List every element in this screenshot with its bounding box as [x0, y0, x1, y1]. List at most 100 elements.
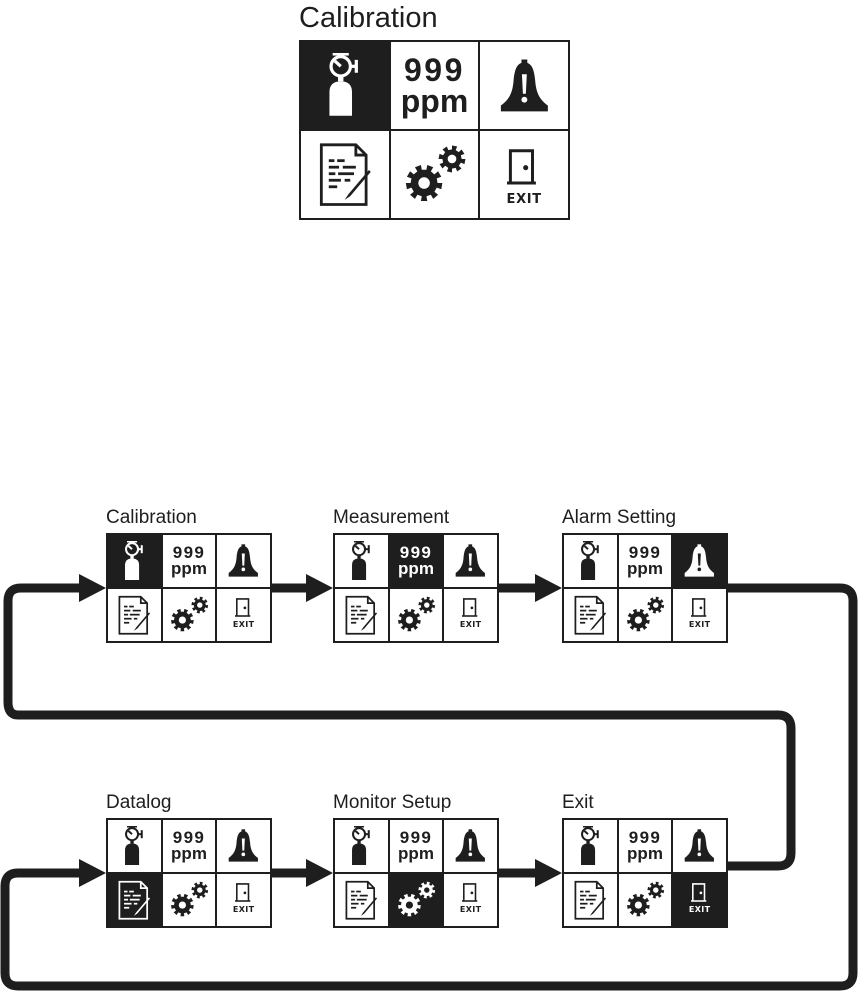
ppm-unit: ppm: [171, 561, 207, 577]
ppm-readout: 999ppm: [627, 830, 663, 862]
bell-alarm-icon: [452, 541, 489, 581]
exit-label: EXIT: [233, 905, 255, 914]
menu-tile-setup[interactable]: [619, 589, 672, 641]
menu-tile-calibration[interactable]: [108, 535, 161, 587]
datalog-document-pen-icon: [316, 142, 373, 207]
menu-grid: 999ppm EXIT: [562, 818, 728, 928]
screen-title: Exit: [562, 792, 594, 814]
ppm-unit: ppm: [627, 561, 663, 577]
gears-setup-icon: [168, 594, 210, 635]
exit-label: EXIT: [689, 905, 711, 914]
menu-tile-alarm[interactable]: [217, 820, 270, 872]
arrow-right-icon: [79, 574, 106, 602]
gas-cylinder-gauge-icon: [348, 826, 375, 866]
menu-tile-calibration[interactable]: [564, 535, 617, 587]
gas-cylinder-gauge-icon: [121, 541, 148, 581]
menu-tile-alarm[interactable]: [444, 820, 497, 872]
menu-tile-exit[interactable]: EXIT: [673, 874, 726, 926]
exit-door-icon: [507, 142, 541, 190]
bell-alarm-icon: [681, 826, 718, 866]
menu-tile-exit[interactable]: EXIT: [480, 131, 568, 218]
datalog-document-pen-icon: [572, 595, 608, 635]
menu-tile-setup[interactable]: [390, 589, 443, 641]
datalog-document-pen-icon: [116, 880, 152, 920]
ppm-unit: ppm: [171, 846, 207, 862]
exit-label: EXIT: [460, 905, 482, 914]
menu-tile-exit[interactable]: EXIT: [444, 589, 497, 641]
ppm-readout: 999ppm: [171, 545, 207, 577]
exit-door-icon: [691, 595, 709, 619]
bell-alarm-icon: [225, 826, 262, 866]
datalog-document-pen-icon: [343, 880, 379, 920]
exit-door-icon: [462, 880, 480, 904]
menu-tile-exit[interactable]: EXIT: [217, 589, 270, 641]
menu-tile-datalog[interactable]: [564, 874, 617, 926]
menu-tile-exit[interactable]: EXIT: [673, 589, 726, 641]
exit-label: EXIT: [507, 192, 542, 207]
bell-alarm-icon: [495, 54, 554, 118]
exit-label: EXIT: [689, 620, 711, 629]
gas-cylinder-gauge-icon: [577, 826, 604, 866]
menu-tile-datalog[interactable]: [564, 589, 617, 641]
menu-tile-calibration[interactable]: [108, 820, 161, 872]
exit-door-icon: [235, 595, 253, 619]
gears-setup-icon: [624, 879, 666, 920]
menu-tile-datalog[interactable]: [108, 874, 161, 926]
gas-cylinder-gauge-icon: [121, 826, 148, 866]
menu-tile-datalog[interactable]: [335, 589, 388, 641]
gas-cylinder-gauge-icon: [323, 53, 366, 118]
arrow-right-icon: [306, 859, 333, 887]
ppm-unit: ppm: [401, 86, 469, 116]
menu-tile-setup[interactable]: [163, 589, 216, 641]
screen-title: Datalog: [106, 792, 172, 814]
arrow-right-icon: [535, 574, 562, 602]
exit-label: EXIT: [460, 620, 482, 629]
arrow-right-icon: [535, 859, 562, 887]
menu-tile-setup[interactable]: [390, 874, 443, 926]
menu-tile-datalog[interactable]: [108, 589, 161, 641]
menu-tile-calibration[interactable]: [335, 535, 388, 587]
gears-setup-icon: [395, 594, 437, 635]
menu-tile-alarm[interactable]: [444, 535, 497, 587]
bell-alarm-icon: [452, 826, 489, 866]
menu-tile-calibration[interactable]: [335, 820, 388, 872]
datalog-document-pen-icon: [572, 880, 608, 920]
menu-tile-setup[interactable]: [391, 131, 479, 218]
gas-cylinder-gauge-icon: [577, 541, 604, 581]
menu-tile-calibration[interactable]: [301, 42, 389, 129]
exit-label: EXIT: [233, 620, 255, 629]
gears-setup-icon: [401, 141, 468, 208]
menu-tile-alarm[interactable]: [673, 535, 726, 587]
gears-setup-icon: [168, 879, 210, 920]
menu-tile-alarm[interactable]: [480, 42, 568, 129]
menu-tile-datalog[interactable]: [301, 131, 389, 218]
gas-cylinder-gauge-icon: [348, 541, 375, 581]
menu-grid: 999ppm EXIT: [299, 40, 570, 220]
menu-tile-exit[interactable]: EXIT: [444, 874, 497, 926]
arrow-right-icon: [306, 574, 333, 602]
menu-tile-setup[interactable]: [619, 874, 672, 926]
menu-tile-calibration[interactable]: [564, 820, 617, 872]
menu-tile-alarm[interactable]: [673, 820, 726, 872]
menu-tile-datalog[interactable]: [335, 874, 388, 926]
menu-tile-setup[interactable]: [163, 874, 216, 926]
exit-door-icon: [235, 880, 253, 904]
menu-tile-alarm[interactable]: [217, 535, 270, 587]
gears-setup-icon: [395, 879, 437, 920]
exit-door-icon: [691, 880, 709, 904]
menu-tile-exit[interactable]: EXIT: [217, 874, 270, 926]
